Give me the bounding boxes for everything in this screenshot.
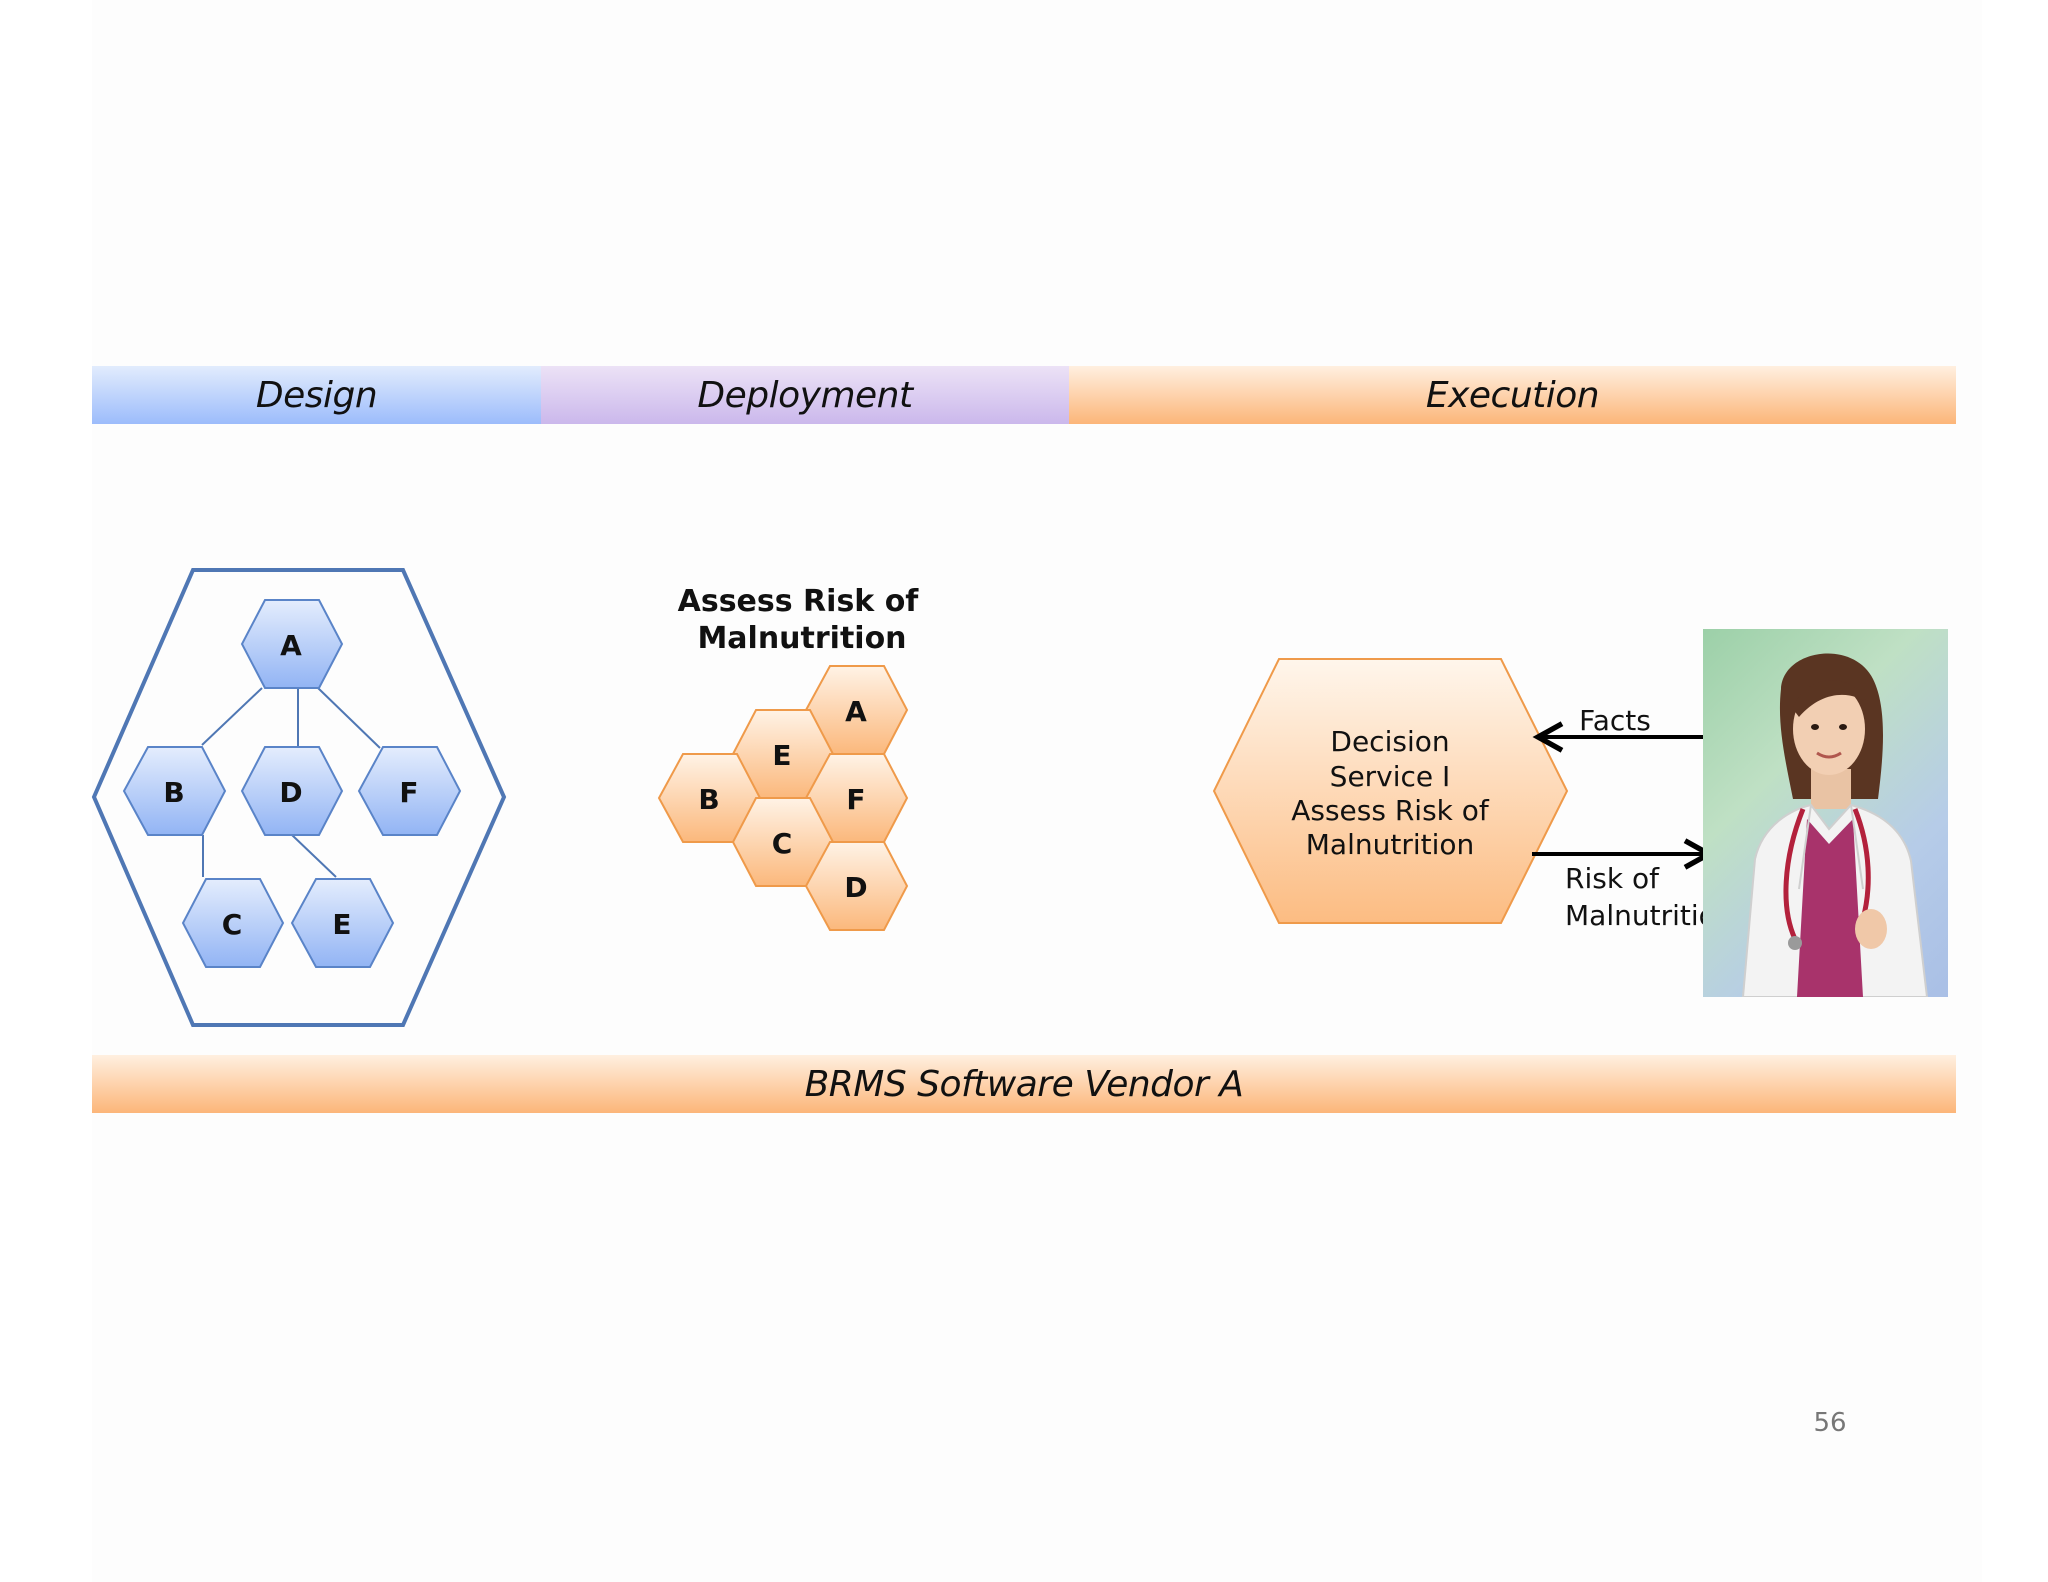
decision-service-line1: Decision xyxy=(1330,725,1449,758)
deployment-node-d-label: D xyxy=(844,871,867,904)
deployment-title-line1: Assess Risk of xyxy=(678,584,920,619)
deployment-node-c-label: C xyxy=(772,827,793,860)
design-node-c: C xyxy=(181,878,285,968)
design-node-e-label: E xyxy=(332,908,351,941)
deployment-node-b: B xyxy=(657,753,762,843)
deployment-node-d: D xyxy=(804,841,909,931)
design-node-a: A xyxy=(240,599,344,689)
vendor-band: BRMS Software Vendor A xyxy=(92,1055,1956,1113)
execution-band-label: Execution xyxy=(1425,374,1600,416)
vendor-band-label: BRMS Software Vendor A xyxy=(804,1063,1244,1105)
decision-service-line4: Malnutrition xyxy=(1306,828,1475,861)
deployment-node-a: A xyxy=(804,665,909,755)
design-node-c-label: C xyxy=(222,908,243,941)
deployment-node-a-label: A xyxy=(845,695,867,728)
design-node-b: B xyxy=(122,746,227,836)
risk-output-line1: Risk of xyxy=(1565,862,1660,895)
deployment-node-e-label: E xyxy=(772,739,791,772)
design-node-b-label: B xyxy=(163,776,184,809)
design-node-d: D xyxy=(240,746,344,836)
decision-service-hexagon: Decision Service I Assess Risk of Malnut… xyxy=(1212,658,1569,924)
design-band: Design xyxy=(92,366,541,424)
page-number: 56 xyxy=(1813,1408,1847,1438)
doctor-photo xyxy=(1703,629,1948,997)
deployment-node-b-label: B xyxy=(698,783,719,816)
design-node-a-label: A xyxy=(280,629,302,662)
doctor-illustration xyxy=(1741,653,1929,997)
design-band-label: Design xyxy=(255,374,378,416)
design-node-d-label: D xyxy=(279,776,302,809)
design-node-f-label: F xyxy=(399,776,418,809)
design-node-e: E xyxy=(290,878,395,968)
deployment-node-f: F xyxy=(804,753,909,843)
decision-service-line3: Assess Risk of xyxy=(1291,794,1490,827)
design-node-f: F xyxy=(357,746,462,836)
decision-service-line2: Service I xyxy=(1330,760,1451,793)
design-container-hexagon xyxy=(91,568,507,1027)
design-connectors xyxy=(201,687,381,878)
deployment-node-c: C xyxy=(731,797,835,887)
deployment-node-e: E xyxy=(731,709,835,799)
deployment-band-label: Deployment xyxy=(697,374,913,416)
facts-label: Facts xyxy=(1579,704,1651,737)
deployment-node-f-label: F xyxy=(846,783,865,816)
deployment-band: Deployment xyxy=(541,366,1069,424)
execution-band: Execution xyxy=(1069,366,1956,424)
deployment-title-line2: Malnutrition xyxy=(697,621,906,656)
